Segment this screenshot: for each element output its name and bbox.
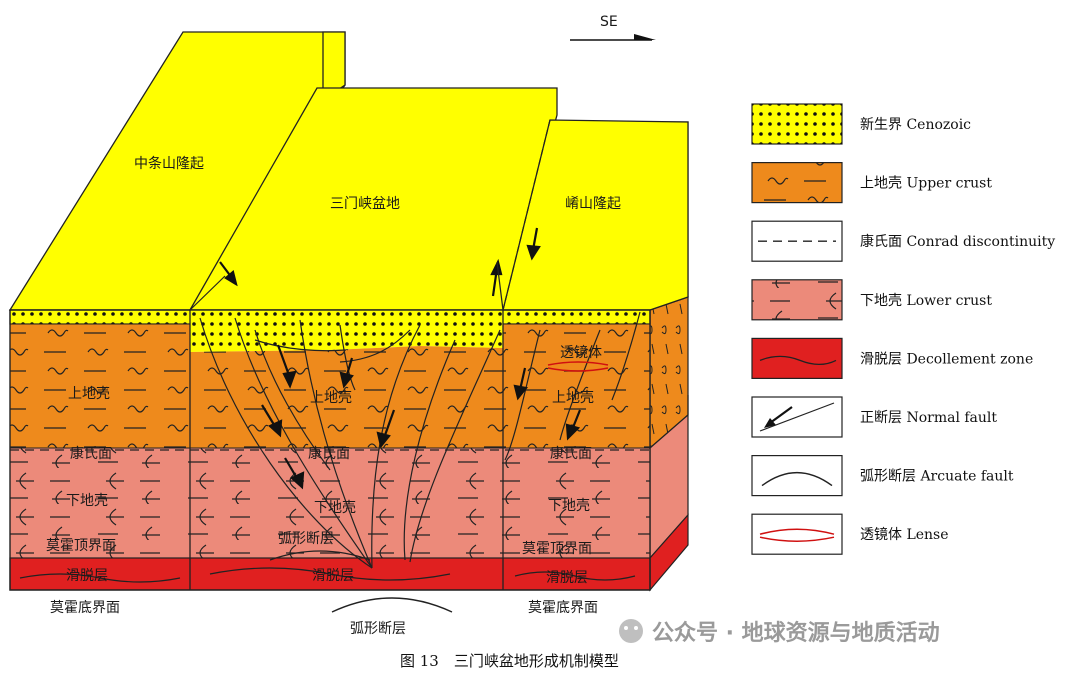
direction-label: SE — [600, 14, 618, 30]
figure-caption: 图 13 三门峡盆地形成机制模型 — [400, 652, 619, 670]
label-conrad-right: 康氏面 — [550, 445, 592, 462]
watermark: 公众号 · 地球资源与地质活动 — [619, 619, 940, 646]
cenozoic-layer — [9, 309, 651, 352]
lower-crust-layer — [9, 447, 651, 559]
label-lower-crust-left: 下地壳 — [66, 492, 108, 509]
legend-item-lense: 透镜体 Lense — [751, 513, 949, 555]
label-moho-top-right: 莫霍顶界面 — [522, 541, 592, 557]
label-conrad-mid: 康氏面 — [308, 445, 350, 462]
label-basin: 三门峡盆地 — [330, 196, 400, 212]
label-upper-crust-mid: 上地壳 — [310, 389, 352, 406]
watermark-text: 公众号 · 地球资源与地质活动 — [652, 621, 940, 646]
label-conrad-left: 康氏面 — [70, 445, 112, 462]
lense-shape — [547, 361, 609, 366]
legend-label-cenozoic: 新生界 Cenozoic — [860, 117, 971, 133]
label-arcuate-below: 弧形断层 — [350, 621, 406, 637]
label-upper-crust-left: 上地壳 — [68, 385, 110, 402]
top-faces — [8, 31, 689, 311]
label-decollement-right: 滑脱层 — [546, 569, 588, 586]
label-moho-bottom-right: 莫霍底界面 — [528, 600, 598, 616]
legend-label-lense: 透镜体 Lense — [860, 527, 949, 543]
label-right-uplift: 崤山隆起 — [565, 196, 621, 212]
left-block-step-face — [322, 31, 346, 102]
arcuate-fault-in-block — [269, 550, 371, 561]
label-moho-bottom-left: 莫霍底界面 — [50, 600, 120, 616]
legend-item-lower: 下地壳 Lower crust — [751, 279, 992, 321]
legend-swatch-lense — [751, 513, 843, 555]
upper-crust-layer — [9, 323, 651, 449]
label-moho-top-left: 莫霍顶界面 — [46, 538, 116, 554]
legend-label-conrad: 康氏面 Conrad discontinuity — [860, 233, 1055, 250]
label-upper-crust-right: 上地壳 — [552, 389, 594, 406]
legend-label-lower: 下地壳 Lower crust — [860, 292, 992, 309]
legend-label-decol: 滑脱层 Decollement zone — [860, 350, 1033, 367]
label-lower-crust-mid: 下地壳 — [314, 499, 356, 516]
label-lower-crust-right: 下地壳 — [548, 497, 590, 514]
legend-item-normal: 正断层 Normal fault — [751, 396, 997, 438]
legend-label-upper: 上地壳 Upper crust — [860, 175, 992, 192]
fault-arrows — [219, 227, 582, 490]
label-decollement-mid: 滑脱层 — [312, 567, 354, 584]
legend-item-decol: 滑脱层 Decollement zone — [751, 337, 1033, 379]
legend-item-conrad: 康氏面 Conrad discontinuity — [751, 220, 1055, 262]
arcuate-fault-below — [331, 597, 453, 613]
legend-label-normal: 正断层 Normal fault — [860, 410, 997, 426]
label-decollement-left: 滑脱层 — [66, 567, 108, 584]
label-left-uplift: 中条山隆起 — [134, 155, 204, 172]
legend-item-cenozoic: 新生界 Cenozoic — [751, 103, 971, 145]
legend-swatch-arcuate — [751, 455, 843, 497]
legend: 新生界 Cenozoic 上地壳 Upper crust 康氏面 Conrad di… — [751, 103, 1055, 555]
legend-label-arcuate: 弧形断层 Arcuate fault — [860, 469, 1014, 485]
label-arcuate-mid: 弧形断层 — [278, 531, 334, 547]
legend-item-arcuate: 弧形断层 Arcuate fault — [751, 455, 1014, 497]
label-lense: 透镜体 — [560, 345, 602, 361]
direction-indicator: SE — [570, 14, 656, 41]
legend-item-upper: 上地壳 Upper crust — [751, 162, 992, 204]
